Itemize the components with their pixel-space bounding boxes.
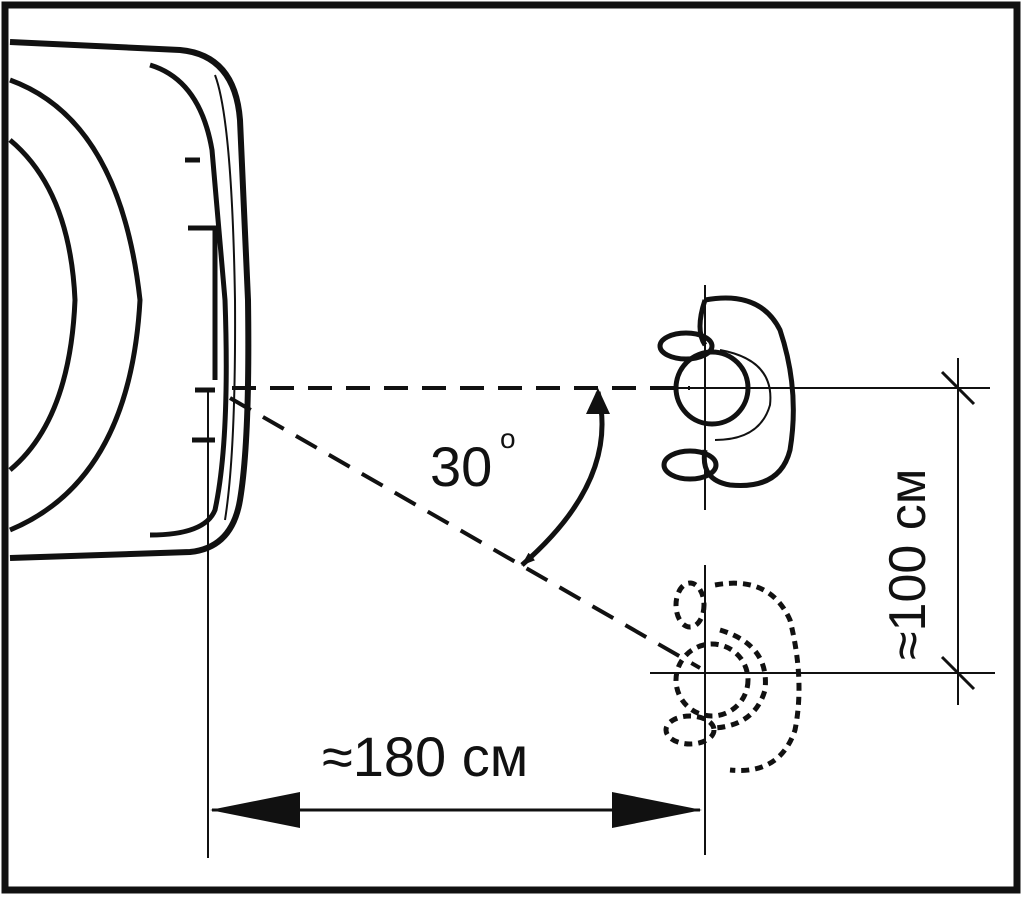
angle-label: 30: [430, 435, 492, 498]
dimension-arrowhead-right: [612, 792, 702, 828]
degree-symbol: o: [500, 423, 516, 454]
dimension-arrowhead-left: [210, 792, 300, 828]
forward-distance-label: ≈180 см: [322, 725, 528, 788]
angle-arrowhead-top: [586, 388, 610, 414]
lateral-distance-label: ≈100 см: [879, 469, 937, 661]
angled-sight-line: [229, 396, 701, 670]
person-position-solid: [657, 285, 990, 510]
lateral-dimension: [940, 358, 976, 705]
